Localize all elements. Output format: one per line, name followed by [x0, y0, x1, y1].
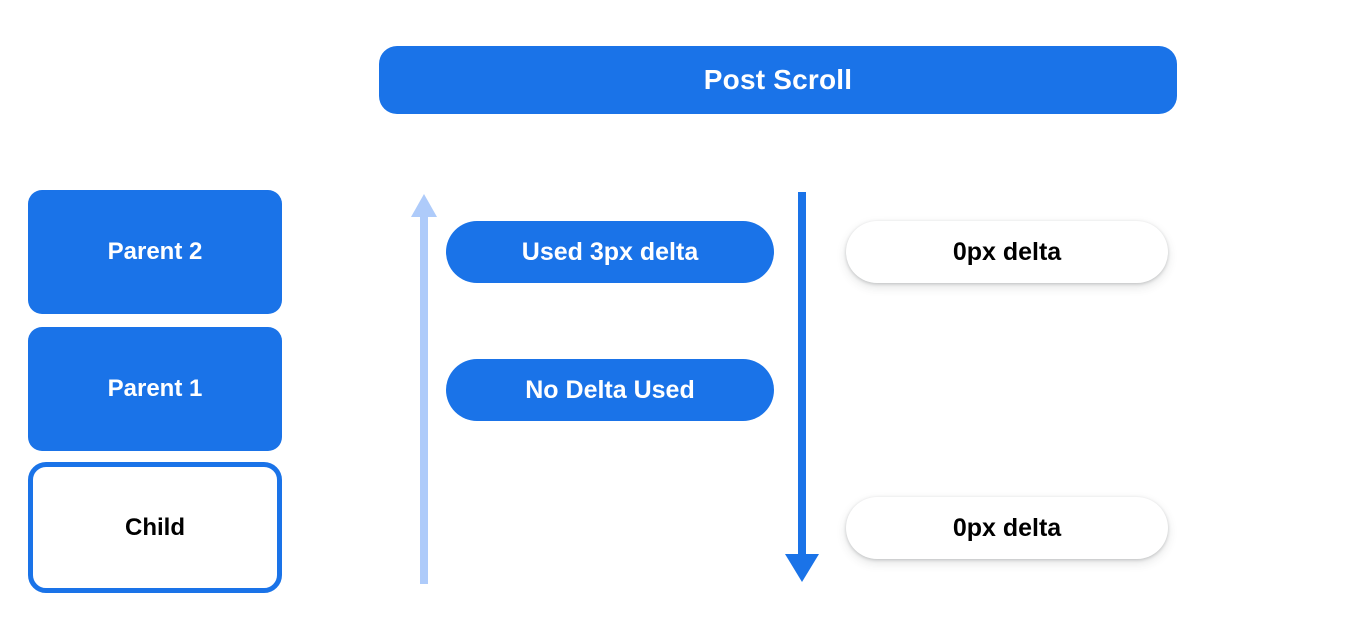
pill-used-3px-delta[interactable]: Used 3px delta — [446, 221, 774, 283]
scroll-down-arrow-icon — [785, 192, 819, 582]
scroll-up-arrow-icon — [411, 194, 437, 584]
hierarchy-box-label: Parent 1 — [107, 375, 203, 402]
hierarchy-box-parent-2[interactable]: Parent 2 — [28, 190, 282, 314]
hierarchy-box-label: Child — [125, 513, 185, 541]
hierarchy-box-child[interactable]: Child — [28, 462, 282, 593]
pill-remaining-delta-top[interactable]: 0px delta — [846, 221, 1168, 283]
pill-remaining-delta-bottom[interactable]: 0px delta — [846, 497, 1168, 559]
hierarchy-box-label: Parent 2 — [107, 238, 203, 265]
pill-no-delta-used[interactable]: No Delta Used — [446, 359, 774, 421]
pill-label: 0px delta — [952, 513, 1062, 542]
hierarchy-box-parent-1[interactable]: Parent 1 — [28, 327, 282, 451]
pill-label: No Delta Used — [525, 375, 695, 404]
post-scroll-banner: Post Scroll — [379, 46, 1177, 114]
pill-label: 0px delta — [952, 237, 1062, 266]
banner-title: Post Scroll — [703, 64, 853, 95]
pill-label: Used 3px delta — [521, 237, 699, 266]
